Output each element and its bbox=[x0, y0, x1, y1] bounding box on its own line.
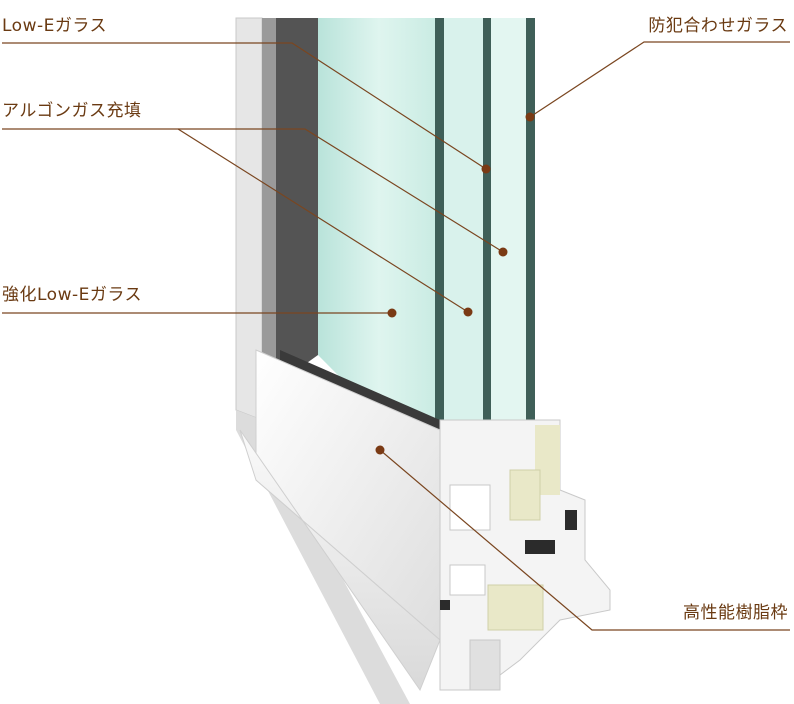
dot-security-laminated bbox=[525, 112, 535, 122]
leader-dots bbox=[375, 112, 535, 455]
dot-argon-gas-b bbox=[463, 307, 473, 317]
label-argon-gas: アルゴンガス充填 bbox=[2, 101, 142, 121]
dot-argon-gas-a bbox=[498, 247, 508, 257]
dot-tempered-low-e bbox=[387, 308, 397, 318]
leader-argon-gas-2 bbox=[178, 128, 504, 253]
leader-resin-frame bbox=[379, 449, 790, 631]
label-low-e-glass: Low-Eガラス bbox=[2, 16, 108, 36]
leader-low-e-glass bbox=[2, 42, 487, 170]
label-resin-frame: 高性能樹脂枠 bbox=[683, 603, 788, 623]
glass-pane-3 bbox=[526, 18, 535, 465]
label-tempered-low-e-glass: 強化Low-Eガラス bbox=[2, 285, 143, 305]
resin-frame bbox=[236, 349, 611, 704]
glass-pane-1 bbox=[435, 18, 444, 478]
dot-resin-frame bbox=[375, 445, 385, 455]
outer-frame bbox=[235, 17, 318, 421]
glass-panes bbox=[318, 18, 535, 478]
leader-security-laminated bbox=[529, 41, 790, 118]
glass-pane-2 bbox=[483, 18, 491, 470]
leader-lines bbox=[2, 41, 790, 631]
label-security-laminated-glass: 防犯合わせガラス bbox=[648, 16, 788, 36]
dot-low-e-glass bbox=[481, 164, 491, 174]
